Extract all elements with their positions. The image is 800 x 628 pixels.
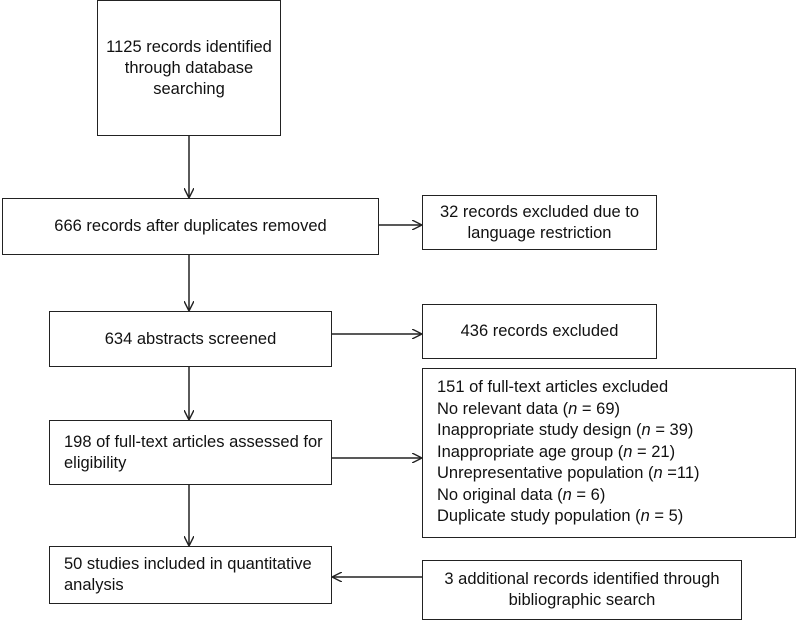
fulltext-assessed-box: 198 of full-text articles assessed for e… [49, 420, 332, 485]
box-text-line: 1125 records identified [106, 37, 272, 56]
box-text-line: 634 abstracts screened [104, 329, 277, 348]
box-text-line: 436 records excluded [460, 322, 619, 340]
exclusion-reason: Inappropriate study design (n = 39) [437, 421, 694, 439]
records-excluded-box: 436 records excluded [422, 304, 657, 359]
fulltext-excluded-box: 151 of full-text articles excluded No re… [422, 368, 796, 538]
box-text-line: 666 records after duplicates removed [54, 217, 327, 235]
abstracts-screened-box: 634 abstracts screened [49, 311, 332, 367]
box-text-line: searching [153, 79, 225, 98]
box-text-line: language restriction [467, 223, 612, 242]
records-identified-box: 1125 records identified through database… [97, 0, 281, 136]
box-text-line: analysis [64, 576, 124, 594]
box-text-line: 198 of full-text articles assessed for [64, 432, 323, 451]
additional-records-box: 3 additional records identified through … [422, 560, 742, 620]
box-text-line: 32 records excluded due to [439, 202, 640, 221]
box-text-line: 50 studies included in quantitative [64, 555, 312, 573]
box-text-line: bibliographic search [508, 591, 656, 609]
studies-included-box: 50 studies included in quantitative anal… [49, 546, 332, 604]
exclusion-title: 151 of full-text articles excluded [437, 378, 669, 396]
language-excluded-box: 32 records excluded due to language rest… [422, 195, 657, 250]
box-text-line: through database [124, 58, 254, 77]
exclusion-reason: Duplicate study population (n = 5) [437, 507, 684, 525]
exclusion-reason: Inappropriate age group (n = 21) [437, 442, 676, 461]
box-text-line: eligibility [64, 453, 127, 472]
duplicates-removed-box: 666 records after duplicates removed [2, 198, 379, 255]
box-text-line: 3 additional records identified through [444, 570, 720, 588]
exclusion-reason: Unrepresentative population (n =11) [437, 464, 700, 482]
exclusion-reason: No original data (n = 6) [437, 485, 606, 504]
exclusion-reason: No relevant data (n = 69) [437, 399, 620, 418]
